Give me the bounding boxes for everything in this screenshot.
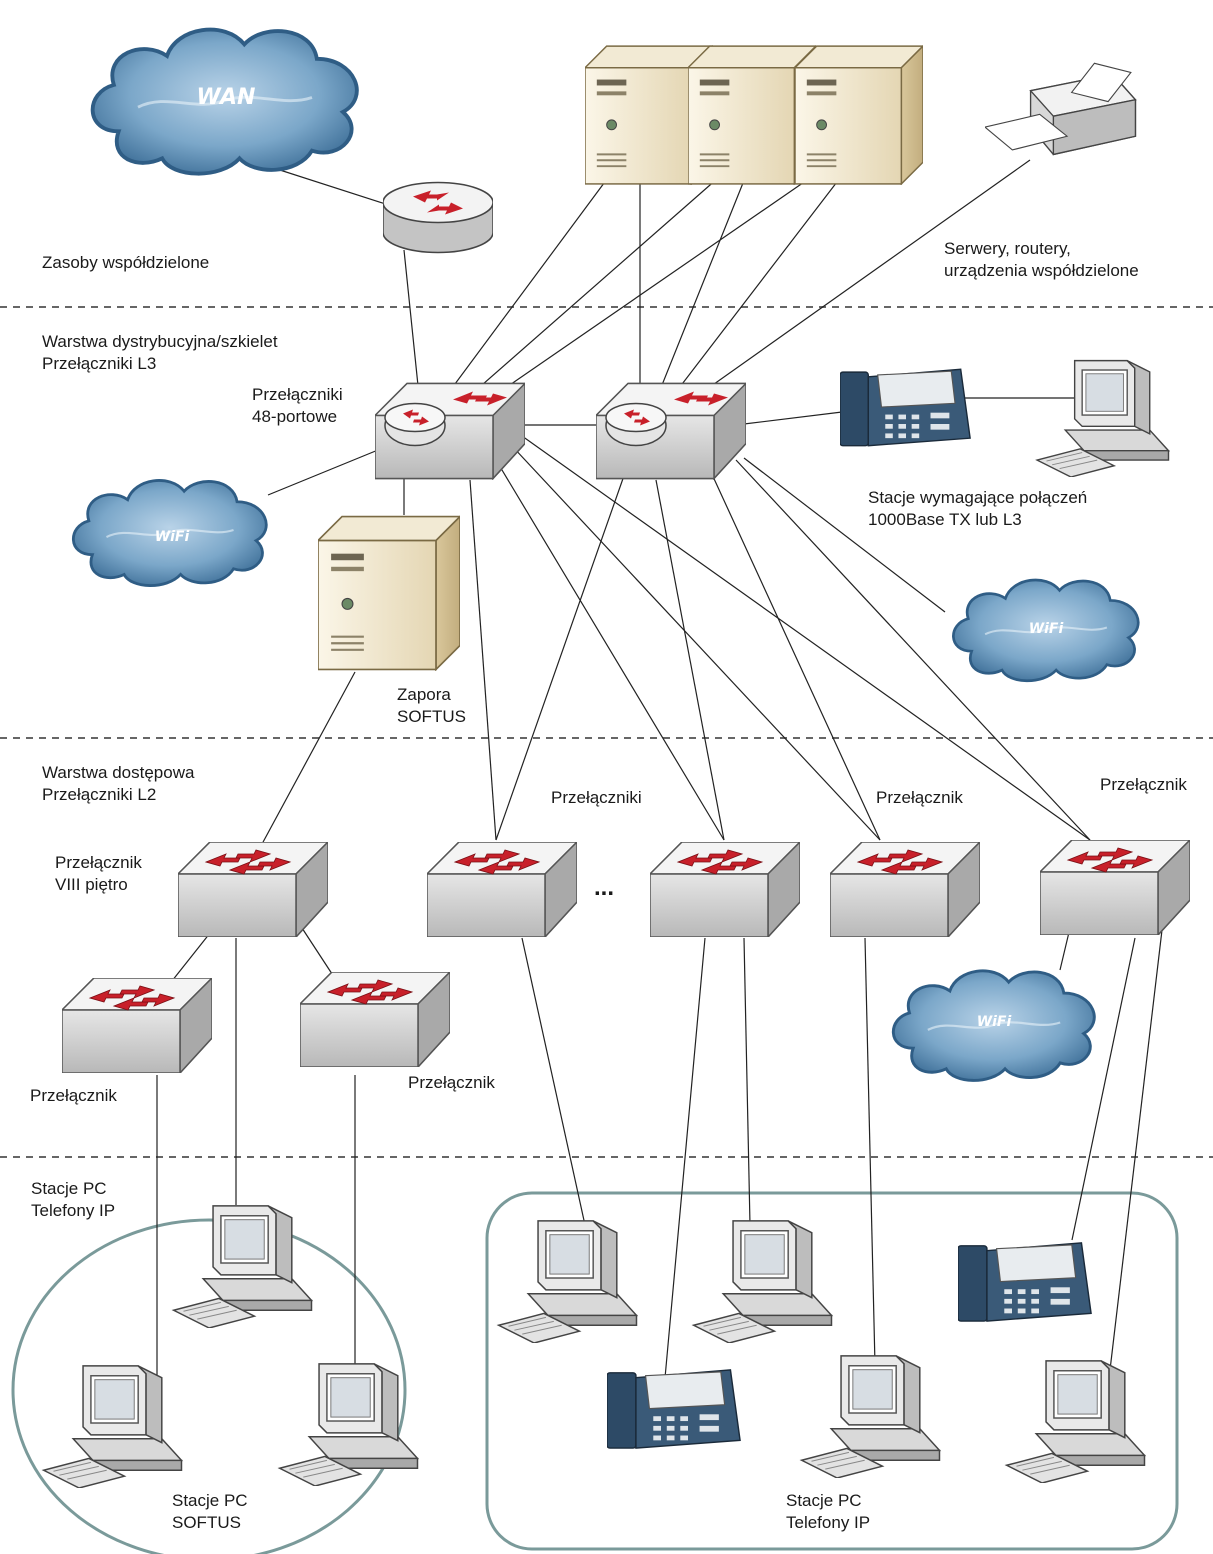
workstation-icon [692, 1220, 833, 1343]
switch-icon [830, 842, 980, 937]
server-icon [795, 45, 923, 185]
label-switch-mid: Przełącznik [408, 1073, 495, 1092]
label-gigabit-stations: Stacje wymagające połączeń 1000Base TX l… [868, 488, 1088, 529]
l3-switch-icon [596, 382, 746, 480]
workstation-icon [1005, 1360, 1146, 1483]
softus-group-outline [11, 1218, 407, 1554]
connections [156, 159, 1163, 1380]
cloud-wifi-bottom-label: WiFi [977, 1014, 1012, 1030]
label-ellipsis: ... [594, 874, 615, 901]
switch-icon [1040, 840, 1190, 935]
workstation-icon [172, 1205, 313, 1328]
switch-floor8-icon [178, 842, 328, 937]
label-stations-phones: Stacje PC Telefony IP [31, 1179, 116, 1220]
label-access-layer: Warstwa dostępowa Przełączniki L2 [42, 763, 195, 804]
router-icon [383, 181, 493, 254]
workstation-icon [1036, 359, 1170, 477]
workstation-icon [278, 1363, 419, 1486]
cloud-wifi-left-label: WiFi [155, 529, 190, 545]
switch-icon [427, 842, 577, 937]
cloud-wan: WAN [93, 30, 357, 174]
label-distribution-layer: Warstwa dystrybucyjna/szkielet Przełączn… [42, 332, 278, 373]
switch-icon [62, 978, 212, 1073]
label-stations-phones-group: Stacje PC Telefony IP [786, 1491, 871, 1532]
label-switch-floor8: Przełącznik VIII piętro [55, 853, 142, 894]
label-shared-resources: Zasoby współdzielone [42, 253, 210, 272]
printer-icon [985, 62, 1137, 156]
cloud-wifi-right-label: WiFi [1029, 621, 1064, 637]
workstation-icon [800, 1355, 941, 1478]
label-switch-a: Przełącznik [876, 788, 963, 807]
workstation-icon [497, 1220, 638, 1343]
label-switch-b: Przełącznik [1100, 775, 1187, 794]
switch-icon [650, 842, 800, 937]
workstation-icon [42, 1365, 183, 1488]
label-stations-softus: Stacje PC SOFTUS [172, 1491, 248, 1532]
phones-group-outline [485, 1191, 1179, 1551]
label-servers-desc: Serwery, routery, urządzenia współdzielo… [944, 239, 1139, 280]
label-switches: Przełączniki [551, 788, 642, 807]
cloud-wan-label: WAN [197, 85, 256, 110]
cloud-wifi-right: WiFi [951, 578, 1140, 683]
switch-icon [300, 972, 450, 1067]
label-firewall: Zapora SOFTUS [397, 685, 466, 726]
cloud-wifi-bottom: WiFi [891, 969, 1096, 1082]
ip-phone-icon [840, 368, 971, 447]
label-switches-48: Przełączniki 48-portowe [252, 385, 343, 426]
cloud-wifi-left: WiFi [71, 478, 268, 588]
label-switch-left: Przełącznik [30, 1086, 117, 1105]
l3-switch-icon [375, 382, 525, 480]
firewall-server-icon [318, 515, 460, 671]
ip-phone-icon [607, 1369, 741, 1449]
ip-phone-icon [958, 1242, 1092, 1322]
